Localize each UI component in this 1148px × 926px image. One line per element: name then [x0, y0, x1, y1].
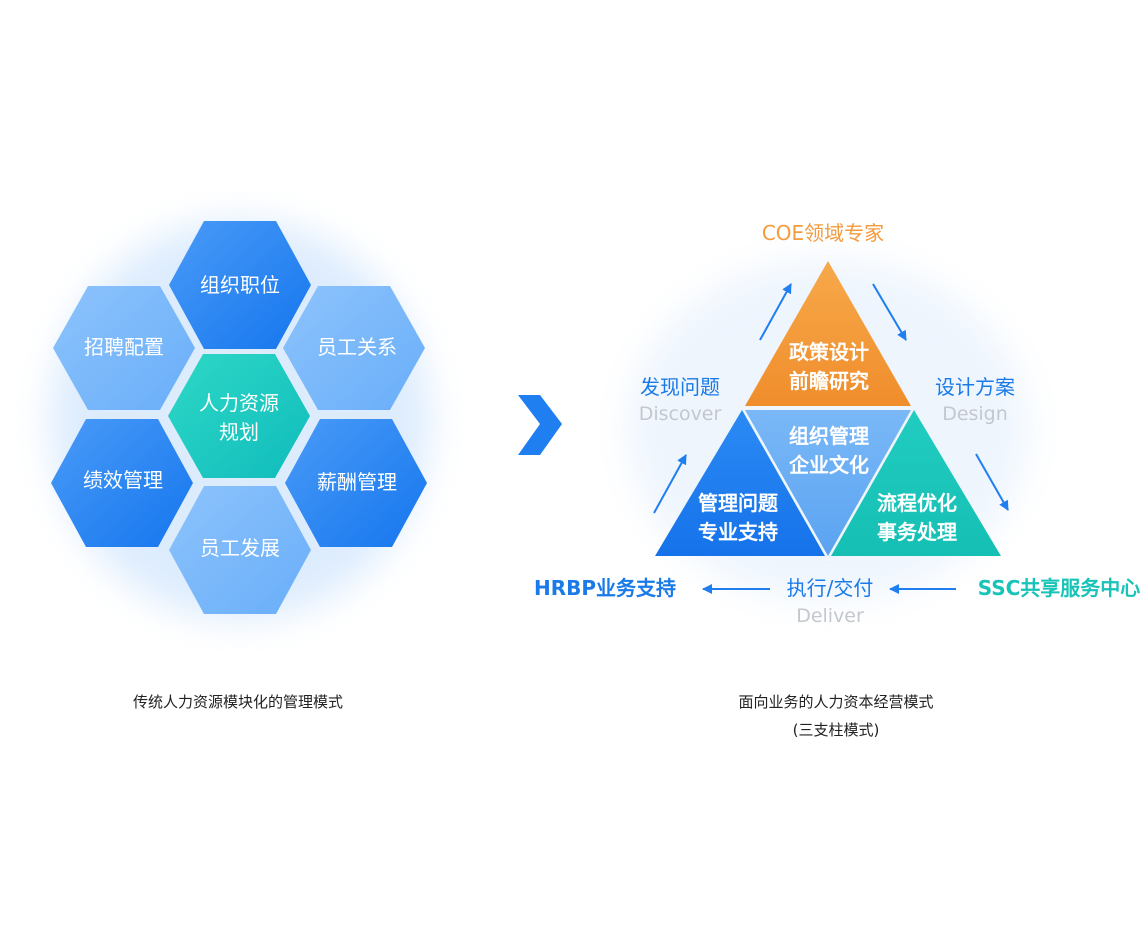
hex-label-upper-left: 招聘配置: [84, 335, 164, 359]
left-triangle-line2: 专业支持: [698, 520, 778, 544]
hex-shape: [285, 419, 427, 547]
hex-label-bottom: 员工发展: [200, 536, 280, 560]
top-triangle-line1: 政策设计: [789, 340, 869, 364]
design-label-cn: 设计方案: [935, 375, 1015, 399]
hex-label-center-line2: 规划: [219, 420, 259, 444]
hex-center: 人力资源 规划: [168, 354, 310, 478]
right-model: 政策设计 前瞻研究 组织管理 企业文化 管理问题 专业支持 流程优化 事务处理 …: [534, 221, 1140, 627]
arrow-up-left-lower: [653, 454, 687, 514]
triangle-top-coe: [745, 261, 911, 406]
top-triangle-line2: 前瞻研究: [789, 369, 869, 393]
triangle-right-ssc: [831, 410, 1001, 556]
center-triangle-line1: 组织管理: [789, 424, 869, 448]
right-caption-line1: 面向业务的人力资本经营模式: [738, 693, 934, 711]
coe-label: COE领域专家: [762, 221, 884, 245]
deliver-label-cn: 执行/交付: [787, 576, 874, 600]
center-triangle-line2: 企业文化: [788, 453, 869, 477]
hex-label-lower-right: 薪酬管理: [317, 470, 397, 494]
arrow-up-left-upper: [759, 283, 792, 341]
left-model: 组织职位 招聘配置 员工关系 绩效管理 薪酬管理 员工发展 人力资源 规划: [50, 220, 430, 620]
hrbp-label: HRBP业务支持: [534, 576, 676, 600]
right-triangle-line2: 事务处理: [877, 520, 957, 544]
hex-shape: [53, 286, 195, 410]
arrow-down-right-lower: [975, 453, 1009, 511]
hex-shape: [283, 286, 425, 410]
hex-lower-left: 绩效管理: [51, 419, 193, 547]
chevron-right-icon: [518, 395, 562, 455]
design-label-en: Design: [942, 403, 1008, 425]
deliver-label-en: Deliver: [796, 605, 864, 627]
hex-label-center-line1: 人力资源: [199, 391, 279, 415]
hex-top: 组织职位: [169, 221, 311, 349]
hex-bottom: 员工发展: [169, 486, 311, 614]
left-caption: 传统人力资源模块化的管理模式: [132, 693, 343, 711]
hex-shape: [51, 419, 193, 547]
triangle-left-hrbp: [655, 410, 825, 556]
hex-shape: [169, 221, 311, 349]
right-caption-line2: (三支柱模式): [792, 721, 880, 739]
triangle-center: [745, 410, 911, 556]
right-caption: 面向业务的人力资本经营模式 (三支柱模式): [686, 688, 986, 744]
hex-label-top: 组织职位: [200, 273, 280, 297]
hex-upper-left: 招聘配置: [53, 286, 195, 410]
discover-label-cn: 发现问题: [640, 375, 720, 399]
hex-label-lower-left: 绩效管理: [83, 468, 163, 492]
hex-upper-right: 员工关系: [283, 286, 425, 410]
hex-lower-right: 薪酬管理: [285, 419, 427, 547]
hex-shape: [168, 354, 310, 478]
ssc-label: SSC共享服务中心: [978, 576, 1141, 600]
right-triangle-line1: 流程优化: [877, 491, 957, 515]
hex-shape: [169, 486, 311, 614]
hex-label-upper-right: 员工关系: [317, 335, 397, 359]
left-triangle-line1: 管理问题: [698, 491, 779, 515]
arrow-down-right-upper: [872, 283, 907, 341]
discover-label-en: Discover: [639, 403, 722, 425]
